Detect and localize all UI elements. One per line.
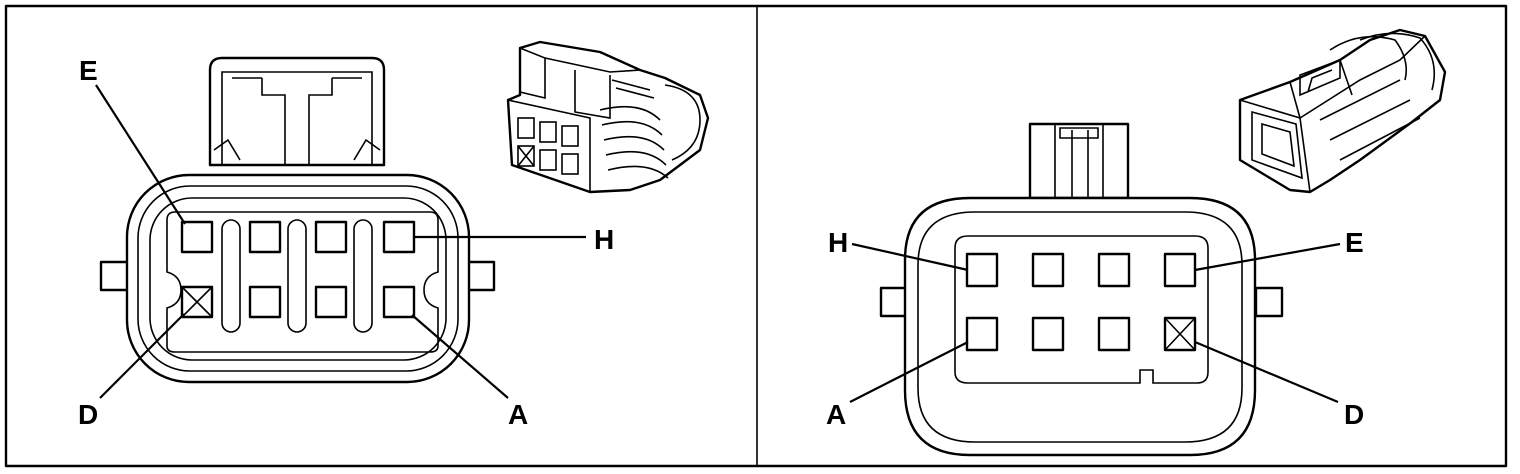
label-right-h: H xyxy=(828,227,848,258)
terminal-h xyxy=(382,220,416,254)
left-leader-lines xyxy=(95,84,586,399)
label-left-a: A xyxy=(508,399,528,430)
label-left-d: D xyxy=(78,399,98,430)
terminal-f xyxy=(248,220,282,254)
right-left-ear xyxy=(879,286,909,318)
right-leader-lines xyxy=(849,242,1341,404)
right-right-ear xyxy=(1254,286,1284,318)
terminal-r-h xyxy=(965,252,999,288)
left-ear xyxy=(99,260,131,292)
left-connector-face xyxy=(99,56,496,384)
right-connector-thumbnail xyxy=(1238,28,1447,194)
right-connector-face xyxy=(879,122,1284,457)
terminal-g xyxy=(314,220,348,254)
terminal-r-b xyxy=(1031,316,1065,352)
label-right-e: E xyxy=(1345,227,1364,258)
terminal-e xyxy=(180,220,214,254)
terminal-r-e xyxy=(1163,252,1197,288)
terminal-c xyxy=(248,285,282,319)
label-right-a: A xyxy=(826,399,846,430)
terminal-r-g xyxy=(1031,252,1065,288)
terminal-a xyxy=(382,285,416,319)
label-right-d: D xyxy=(1344,399,1364,430)
terminal-r-c xyxy=(1097,316,1131,352)
label-left-h: H xyxy=(594,224,614,255)
left-connector-thumbnail xyxy=(506,40,710,194)
terminal-r-f xyxy=(1097,252,1131,288)
label-left-e: E xyxy=(79,55,98,86)
outer-frame xyxy=(4,4,1508,468)
terminal-r-a xyxy=(965,316,999,352)
right-ear xyxy=(464,260,496,292)
terminal-b xyxy=(314,285,348,319)
